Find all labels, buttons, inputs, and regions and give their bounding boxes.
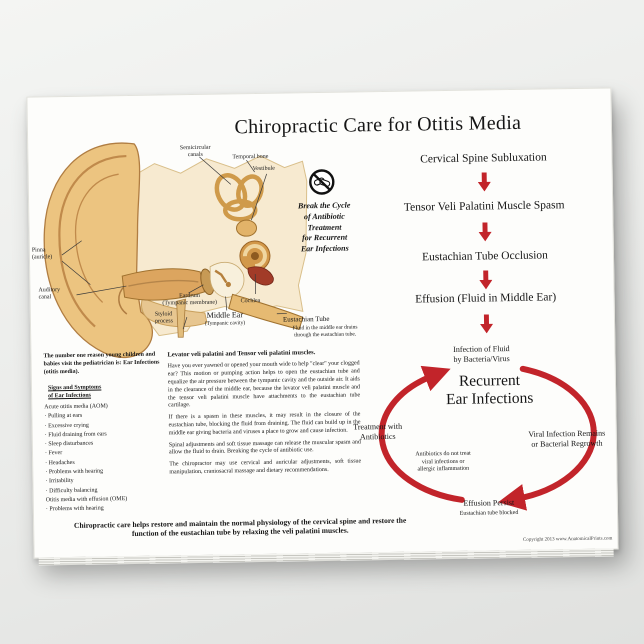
ear-anatomy-illustration <box>43 142 308 358</box>
cycle-antibiotics-note: Antibiotics do not treat viral infection… <box>415 450 471 473</box>
left-intro-text: The number one reason young children and… <box>43 351 160 375</box>
label-auditory-canal: Auditory canal <box>38 287 61 301</box>
flow-step-effusion: Effusion (Fluid in Middle Ear) <box>415 291 557 306</box>
label-eardrum: Eardrum (Tympanic membrane) <box>162 292 218 307</box>
no-antibiotics-icon <box>309 169 335 195</box>
middle-text-column: Levator veli palatini and Tensor veli pa… <box>167 348 361 481</box>
body-paragraph: The chiropractor may use cervical and au… <box>169 458 362 476</box>
label-semicircular-canals: Semicircular canals <box>179 144 211 159</box>
signs-list: Acute otitis media (AOM)· Pulling at ear… <box>44 401 168 514</box>
down-arrow-icon <box>478 172 491 191</box>
body-paragraph: If there is a spasm in these muscles, it… <box>168 411 361 437</box>
recurrence-cycle-arrows <box>378 365 597 511</box>
copyright-text: Copyright 2013 www.AnatomicalPrints.com <box>523 536 613 543</box>
flow-step-cervical-subluxation: Cervical Spine Subluxation <box>420 151 547 166</box>
label-leader-lines <box>61 156 287 330</box>
flow-step-tube-occlusion: Eustachian Tube Occlusion <box>421 249 548 264</box>
bottom-statement: Chiropractic care helps restore and main… <box>73 515 407 539</box>
label-eustachian-note: Fluid in the middle ear drains through t… <box>292 324 358 339</box>
label-middle-ear: Middle Ear <box>206 310 244 320</box>
label-cochlea: Cochlea <box>240 297 261 305</box>
down-arrow-icon <box>479 270 492 289</box>
signs-title: Signs and Symptoms of Ear Infections <box>47 384 102 400</box>
label-eustachian-tube: Eustachian Tube <box>282 314 330 324</box>
cycle-infection-label: Infection of Fluid by Bacteria/Virus <box>453 344 510 364</box>
label-vestibule: Vestibule <box>252 165 275 173</box>
cycle-effusion-label: Effusion Persist <box>463 498 515 508</box>
label-temporal-bone: Temporal bone <box>232 153 269 161</box>
break-cycle-text: Break the Cycle of Antibiotic Treatment … <box>297 200 351 254</box>
body-paragraph: Spinal adjustments and soft tissue massa… <box>168 439 361 456</box>
muscles-paragraphs: Have you ever yawned or opened your mout… <box>168 361 362 477</box>
down-arrow-icon <box>480 314 493 333</box>
cycle-viral-label: Viral Infection Remains or Bacterial Reg… <box>528 428 606 449</box>
label-pinna: Pinna (auricle) <box>31 247 53 261</box>
body-paragraph: Have you ever yawned or opened your mout… <box>167 360 361 409</box>
down-arrow-icon <box>478 222 491 241</box>
muscles-heading: Levator veli palatini and Tensor veli pa… <box>167 349 316 359</box>
label-styloid-process: Styloid process <box>154 311 174 325</box>
flow-step-muscle-spasm: Tensor Veli Palatini Muscle Spasm <box>403 199 565 214</box>
notepad: Chiropractic Care for Otitis Media <box>26 87 619 559</box>
cycle-recurrent-title: Recurrent Ear Infections <box>445 371 534 408</box>
label-middle-ear-sub: (Tympanic cavity) <box>204 320 246 327</box>
sign-item: · Problems with hearing <box>45 505 104 513</box>
poster: Chiropractic Care for Otitis Media <box>27 88 617 557</box>
